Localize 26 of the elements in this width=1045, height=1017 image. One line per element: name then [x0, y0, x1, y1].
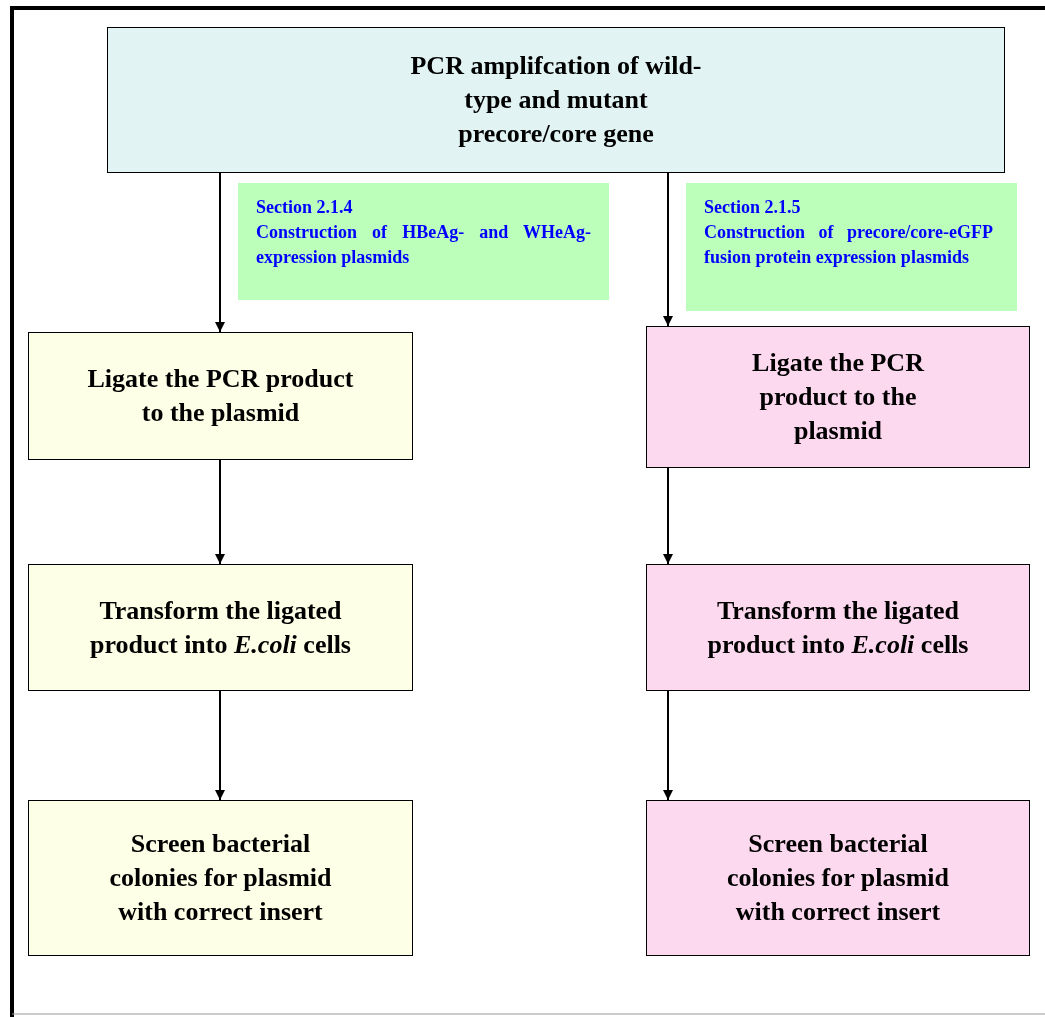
- step-text: Screen bacterial colonies for plasmid with correct insert: [726, 828, 950, 928]
- process-box: [28, 332, 413, 460]
- note-box: [238, 183, 609, 300]
- step-text: Screen bacterial colonies for plasmid with correct insert: [108, 828, 333, 928]
- section-number: Section 2.1.5: [704, 196, 802, 219]
- process-box: [28, 800, 413, 956]
- arrow: [663, 690, 673, 801]
- process-box: [646, 800, 1030, 956]
- arrow: [663, 172, 673, 327]
- note-text: Construction of precore/core-eGFP fusion protein expression plasmids: [704, 221, 993, 270]
- arrow: [663, 467, 673, 565]
- arrow: [215, 172, 225, 333]
- step-text: Ligate the PCR product to the plasmid: [751, 347, 926, 447]
- note-text: Construction of HBeAg- and WHeAg- expression plasmids: [256, 221, 591, 270]
- step-text: Transform the ligated product into E.coli cells: [706, 594, 970, 661]
- step-text: PCR amplifcation of wild-type and mutant precore/core gene: [409, 50, 703, 150]
- process-box: [646, 564, 1030, 691]
- arrow: [215, 690, 225, 801]
- process-box: [28, 564, 413, 691]
- step-text: Transform the ligated product into E.coli cells: [89, 594, 352, 661]
- note-box: [686, 183, 1017, 311]
- process-box: [646, 326, 1030, 468]
- step-text: Ligate the PCR product to the plasmid: [86, 363, 355, 429]
- section-number: Section 2.1.4: [256, 196, 354, 219]
- arrow: [215, 459, 225, 565]
- process-box: [107, 27, 1005, 173]
